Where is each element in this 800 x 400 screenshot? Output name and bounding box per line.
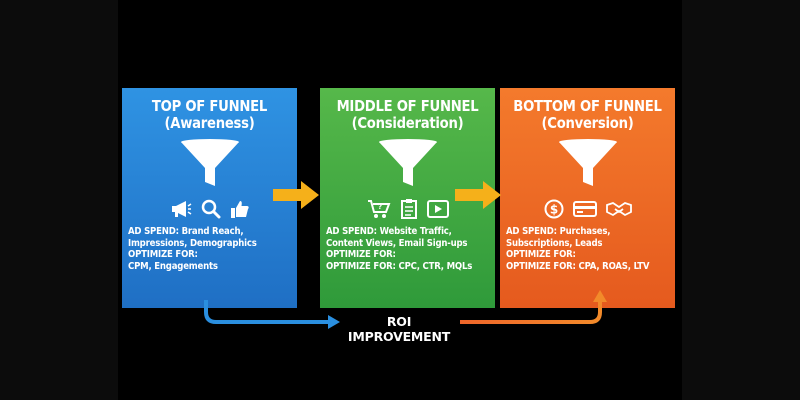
stage-title: BOTTOM OF FUNNEL bbox=[513, 97, 662, 115]
megaphone-icon bbox=[171, 201, 191, 217]
right-margin bbox=[682, 0, 800, 400]
funnel-icon bbox=[180, 139, 239, 186]
optimize-line: OPTIMIZE FOR: CPC, CTR, MQLs bbox=[326, 260, 473, 272]
stage-title: TOP OF FUNNEL bbox=[151, 97, 268, 115]
left-margin bbox=[0, 0, 118, 400]
dollar-icon: $ bbox=[544, 199, 563, 219]
cart-icon: ? bbox=[367, 200, 390, 218]
svg-text:?: ? bbox=[378, 203, 382, 211]
funnel-icon bbox=[378, 139, 437, 186]
arrow-right-icon bbox=[273, 181, 319, 209]
thumbs-up-icon bbox=[230, 201, 249, 218]
ad-spend-line: Impressions, Demographics bbox=[128, 237, 257, 249]
ad-spend-line: AD SPEND: Purchases, bbox=[506, 226, 611, 237]
svg-text:$: $ bbox=[549, 203, 557, 217]
ad-spend-line: AD SPEND: Brand Reach, bbox=[128, 226, 244, 237]
optimize-line: OPTIMIZE FOR: bbox=[506, 249, 576, 260]
stage-subtitle: (Awareness) bbox=[164, 114, 255, 132]
optimize-line: OPTIMIZE FOR: bbox=[326, 249, 396, 260]
optimize-line: OPTIMIZE FOR: CPA, ROAS, LTV bbox=[506, 260, 650, 272]
checklist-icon bbox=[400, 199, 417, 219]
magnifier-icon bbox=[201, 199, 220, 219]
bottom-of-funnel-panel: BOTTOM OF FUNNEL (Conversion) $ AD SPEND… bbox=[500, 88, 675, 308]
top-of-funnel-panel: TOP OF FUNNEL (Awareness) AD SPEND: Bran… bbox=[122, 88, 297, 308]
arrow-right-icon bbox=[455, 181, 501, 209]
handshake-icon bbox=[605, 202, 632, 217]
stage-subtitle: (Conversion) bbox=[541, 114, 634, 132]
ad-spend-line: Content Views, Email Sign-ups bbox=[326, 237, 468, 249]
optimize-line: CPM, Engagements bbox=[128, 260, 218, 272]
play-icon bbox=[426, 200, 449, 218]
funnel-icon bbox=[558, 139, 617, 186]
stage-title: MIDDLE OF FUNNEL bbox=[336, 97, 479, 115]
optimize-line: OPTIMIZE FOR: bbox=[128, 249, 198, 260]
roi-improvement-label: ROI IMPROVEMENT bbox=[343, 312, 455, 346]
ad-spend-line: Subscriptions, Leads bbox=[506, 237, 603, 249]
credit-card-icon bbox=[572, 201, 597, 217]
ad-spend-line: AD SPEND: Website Traffic, bbox=[326, 226, 452, 237]
stage-subtitle: (Consideration) bbox=[351, 114, 464, 132]
